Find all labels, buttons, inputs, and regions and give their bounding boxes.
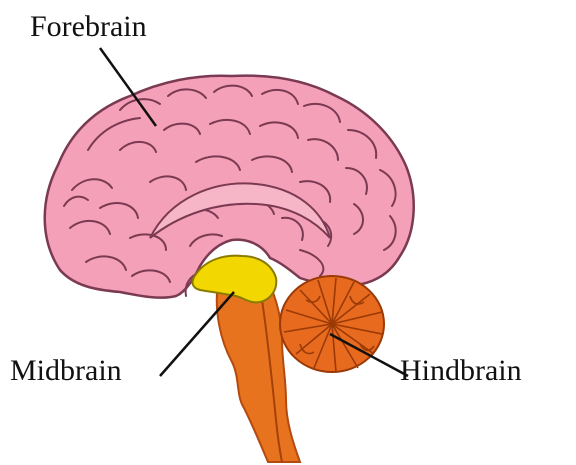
hindbrain-label: Hindbrain (400, 356, 522, 386)
midbrain (193, 256, 277, 303)
hindbrain (280, 276, 384, 372)
midbrain-label: Midbrain (10, 356, 122, 386)
forebrain-label: Forebrain (30, 12, 147, 42)
